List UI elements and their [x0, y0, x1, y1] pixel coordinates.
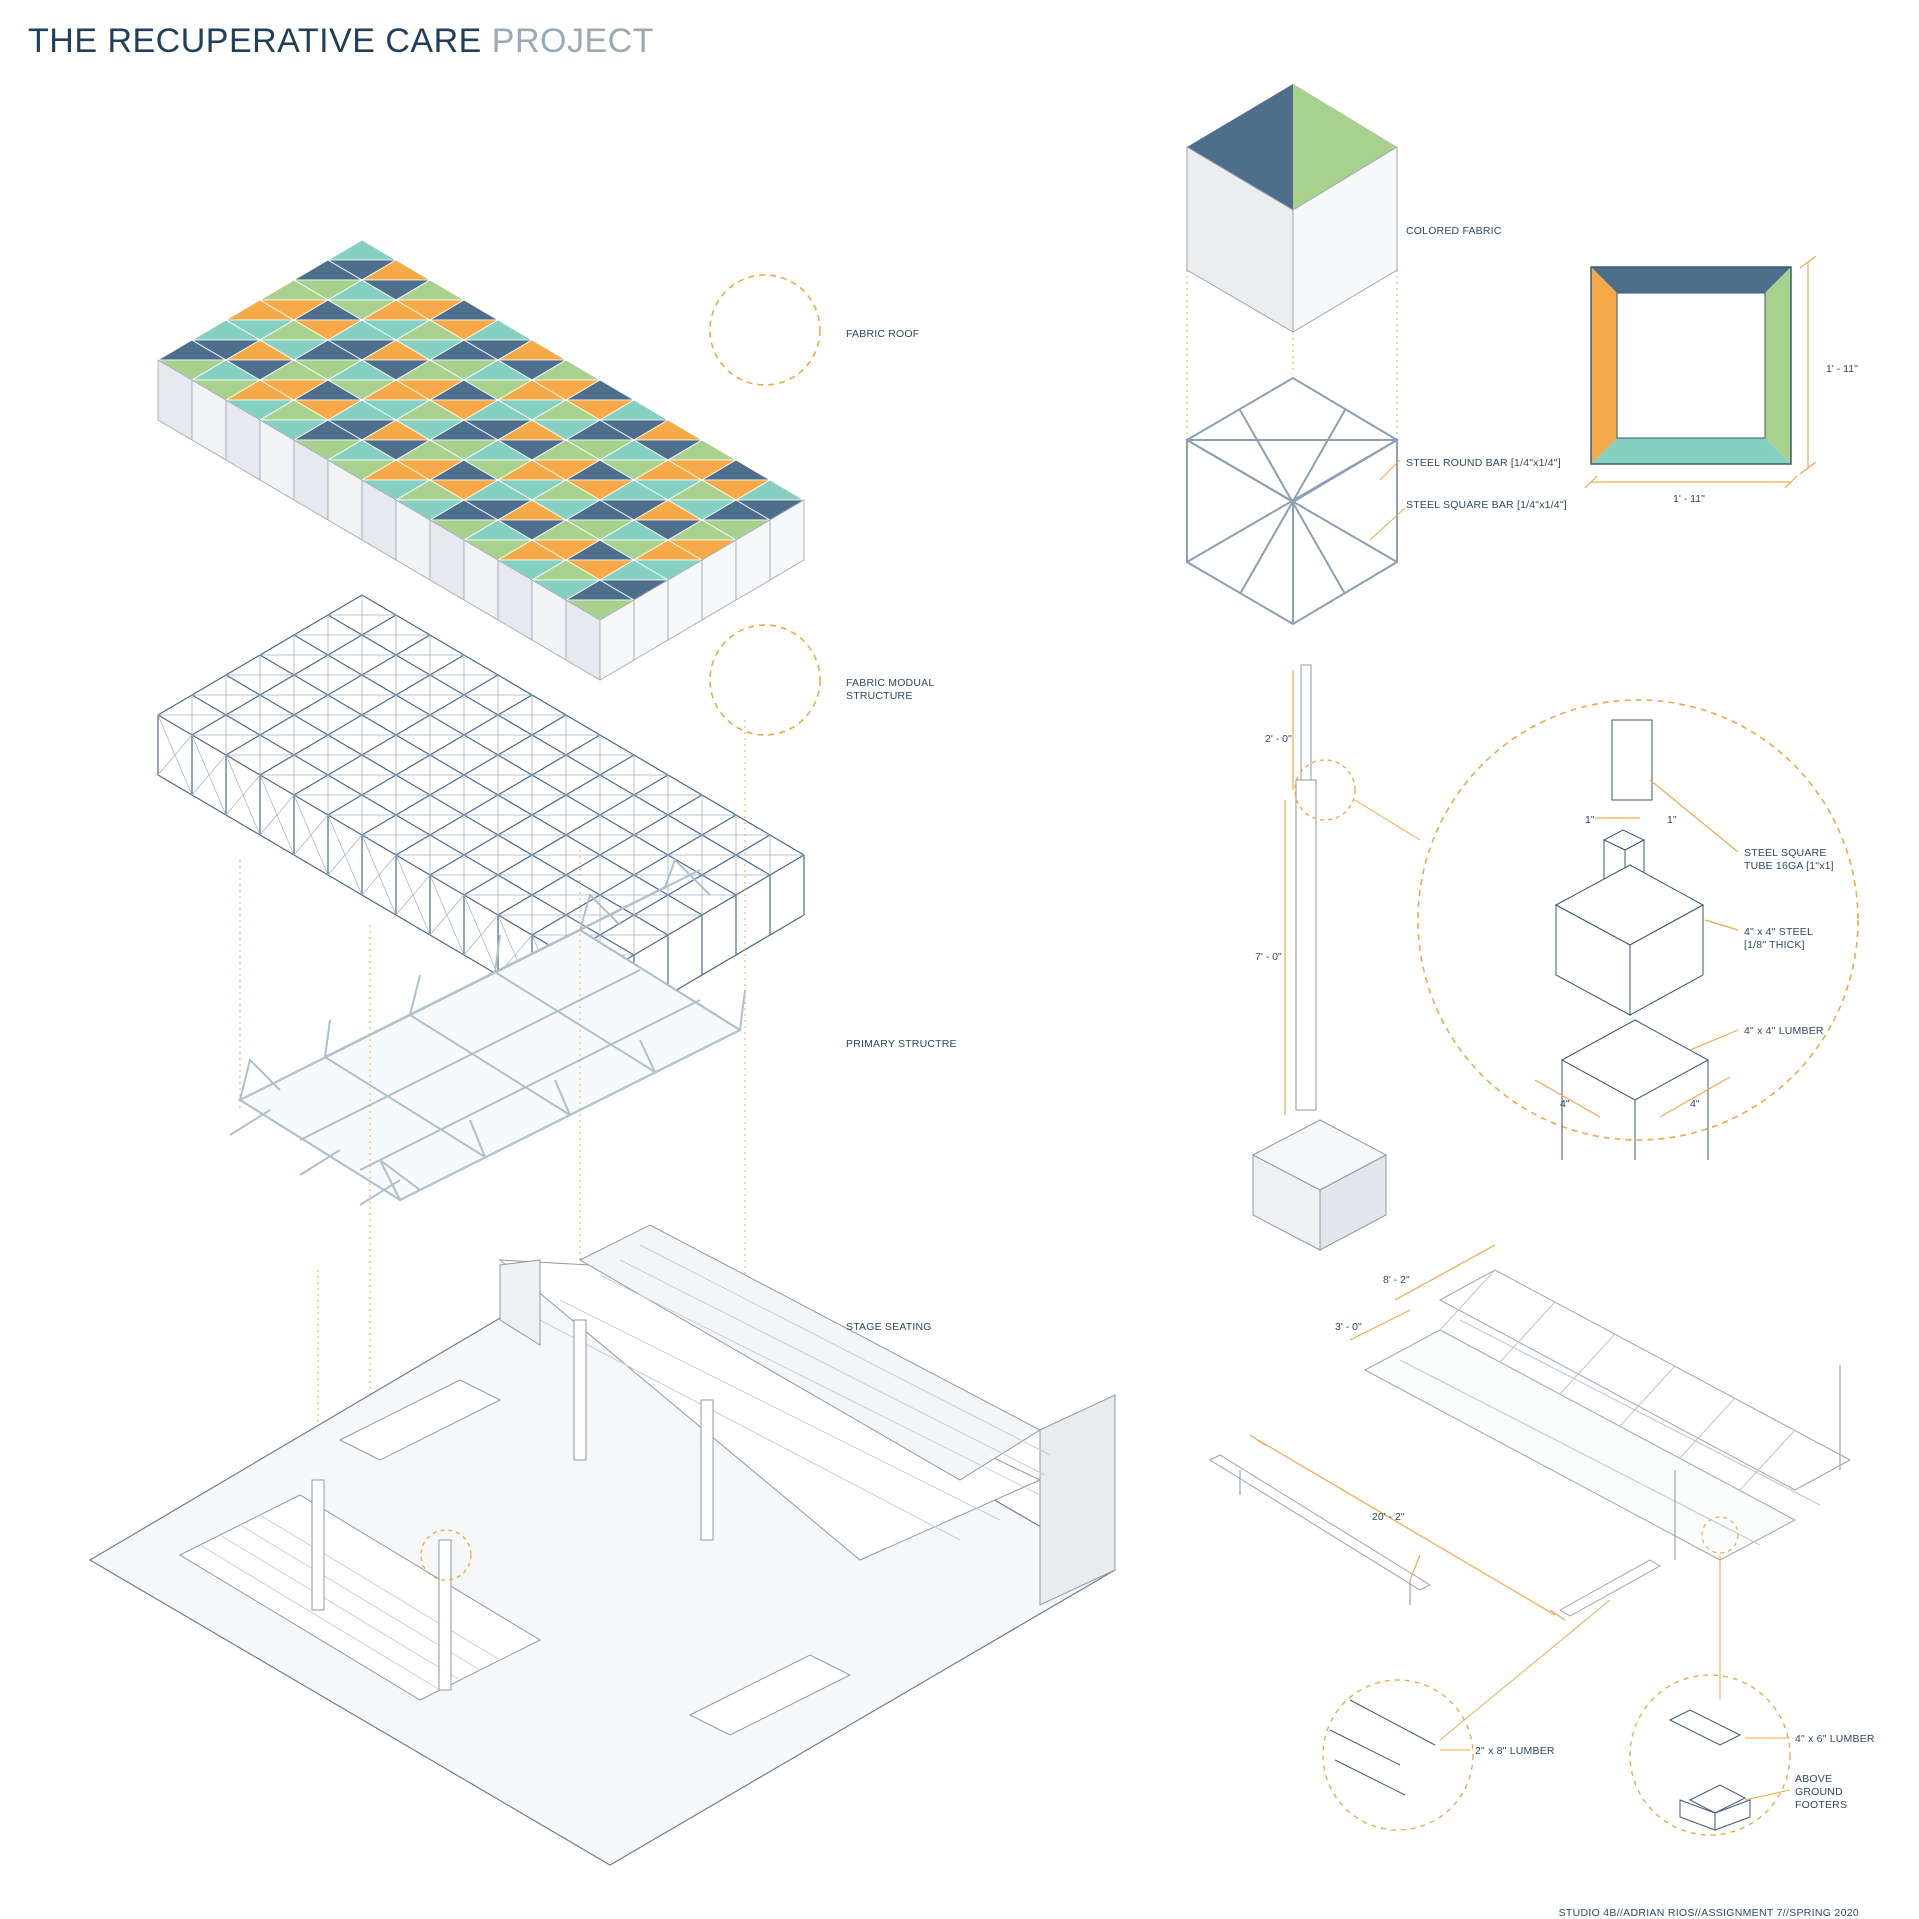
footer-detail: 4" x 6" LUMBER ABOVE GROUND FOOTERS	[1629, 1674, 1875, 1836]
dim-lumber-a: 4"	[1560, 1098, 1570, 1110]
label-primary-structure: PRIMARY STRUCTRE	[846, 1038, 957, 1050]
dim-tube-b: 1"	[1667, 814, 1677, 826]
title-main: THE RECUPERATIVE CARE	[28, 22, 482, 60]
label-footers-2: GROUND	[1795, 1786, 1843, 1798]
frame-grid	[157, 594, 805, 1036]
label-stage-seating: STAGE SEATING	[846, 1321, 932, 1333]
label-lumber-2x8: 2" x 8" LUMBER	[1475, 1745, 1555, 1757]
fabric-square-plan: 1' - 11" 1' - 11"	[1584, 255, 1858, 505]
primary-structure	[229, 858, 746, 1206]
label-steel-square-tube-1: STEEL SQUARE	[1744, 847, 1827, 859]
label-lumber-4x4: 4" x 4" LUMBER	[1744, 1025, 1824, 1037]
dim-post-height: 7' - 0"	[1255, 951, 1282, 963]
seating-post-callout-circle	[420, 1529, 472, 1581]
label-fabric-roof: FABRIC ROOF	[846, 328, 919, 340]
deck-callout-small	[1701, 1516, 1739, 1554]
label-footers-1: ABOVE	[1795, 1773, 1832, 1785]
frame-detail-callout-circle	[709, 624, 821, 736]
post-callout-small	[1294, 759, 1356, 821]
label-steel-round-bar: STEEL ROUND BAR [1/4"x1/4"]	[1406, 457, 1561, 469]
credits-footer: STUDIO 4B//ADRIAN RIOS//ASSIGNMENT 7//SP…	[1558, 1907, 1859, 1919]
label-fabric-modual-structure-2: STRUCTURE	[846, 690, 913, 702]
stage-seating	[88, 1224, 1117, 1866]
dim-fabric-height: 1' - 11"	[1826, 363, 1858, 375]
fabric-roof	[156, 239, 821, 681]
stage-planks	[539, 1244, 1051, 1541]
label-lumber-4x6: 4" x 6" LUMBER	[1795, 1733, 1875, 1745]
label-fabric-modual-structure-1: FABRIC MODUAL	[846, 677, 934, 689]
label-steel-square-tube-2: TUBE 16GA [1"x1]	[1744, 860, 1834, 872]
roof-tiles	[156, 239, 806, 681]
dim-deck-length: 20' - 2"	[1372, 1511, 1405, 1523]
fabric-module-detail: COLORED FABRIC STEEL ROUND BAR [1/4"x1/4…	[1185, 84, 1567, 626]
label-steel-square-bar: STEEL SQUARE BAR [1/4"x1/4"]	[1406, 499, 1567, 511]
dim-tube-a: 1"	[1585, 814, 1595, 826]
label-steel-plate-1: 4" x 4" STEEL	[1744, 926, 1813, 938]
dim-lumber-b: 4"	[1690, 1098, 1700, 1110]
page-title: THE RECUPERATIVE CARE PROJECT	[28, 22, 654, 61]
label-footers-3: FOOTERS	[1795, 1799, 1847, 1811]
dim-deck-width: 8' - 2"	[1383, 1274, 1410, 1286]
roof-detail-callout-circle	[709, 274, 821, 386]
dim-post-top: 2' - 0"	[1265, 733, 1292, 745]
label-steel-plate-2: [1/8" THICK]	[1744, 939, 1805, 951]
title-light: PROJECT	[491, 22, 654, 60]
projection-lines	[239, 720, 746, 1680]
fabric-modual-structure	[157, 594, 821, 1036]
label-colored-fabric: COLORED FABRIC	[1406, 225, 1502, 237]
post-detail: 2' - 0" 7' - 0"	[1251, 664, 1421, 1251]
dim-deck-step: 3' - 0"	[1335, 1321, 1362, 1333]
posts	[311, 1319, 714, 1691]
lumber-2x8-detail: 2" x 8" LUMBER	[1322, 1679, 1555, 1831]
dim-fabric-width: 1' - 11"	[1673, 493, 1705, 505]
deck-framing: 8' - 2" 3' - 0" 20' - 2"	[1208, 1244, 1852, 1741]
post-base-detail: 1" 1" 4" 4" STEEL SQUARE TUBE 16GA [1"x1…	[1417, 699, 1859, 1160]
